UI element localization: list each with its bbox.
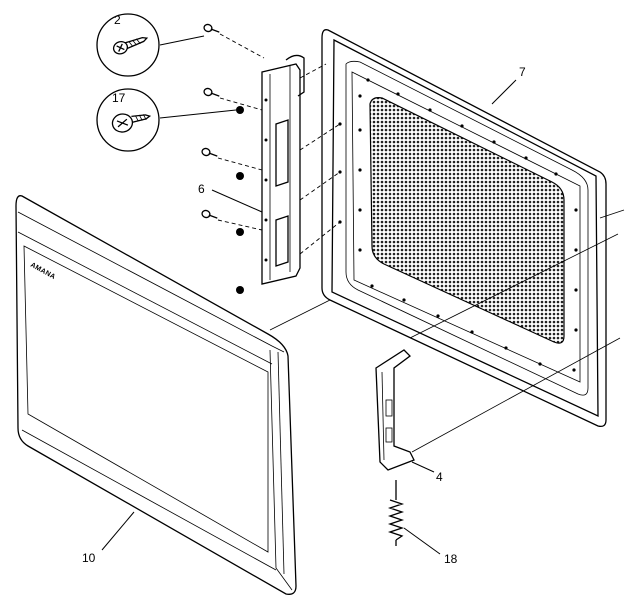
label-hinge-bracket: 6 — [198, 182, 205, 196]
hinge-bracket — [261, 54, 305, 285]
spring — [387, 480, 405, 546]
callout-screw-17: 17 — [96, 88, 237, 152]
label-spring: 18 — [444, 552, 458, 566]
frame-rivets — [338, 78, 578, 372]
label-screw-17: 17 — [112, 91, 126, 105]
label-door-panel: 10 — [82, 551, 96, 565]
label-door-frame: 7 — [519, 65, 526, 79]
assembly-lines — [217, 33, 625, 453]
door-panel: AMANA — [15, 195, 297, 595]
latch-hook — [375, 349, 415, 471]
door-mesh-screen — [369, 97, 565, 344]
part-labels: 7 6 4 10 18 — [82, 65, 526, 566]
door-frame — [321, 29, 607, 428]
loose-screws — [201, 23, 244, 294]
callout-screw-2: 2 — [96, 13, 205, 77]
label-screw-2: 2 — [114, 13, 121, 27]
label-latch-hook: 4 — [436, 470, 443, 484]
